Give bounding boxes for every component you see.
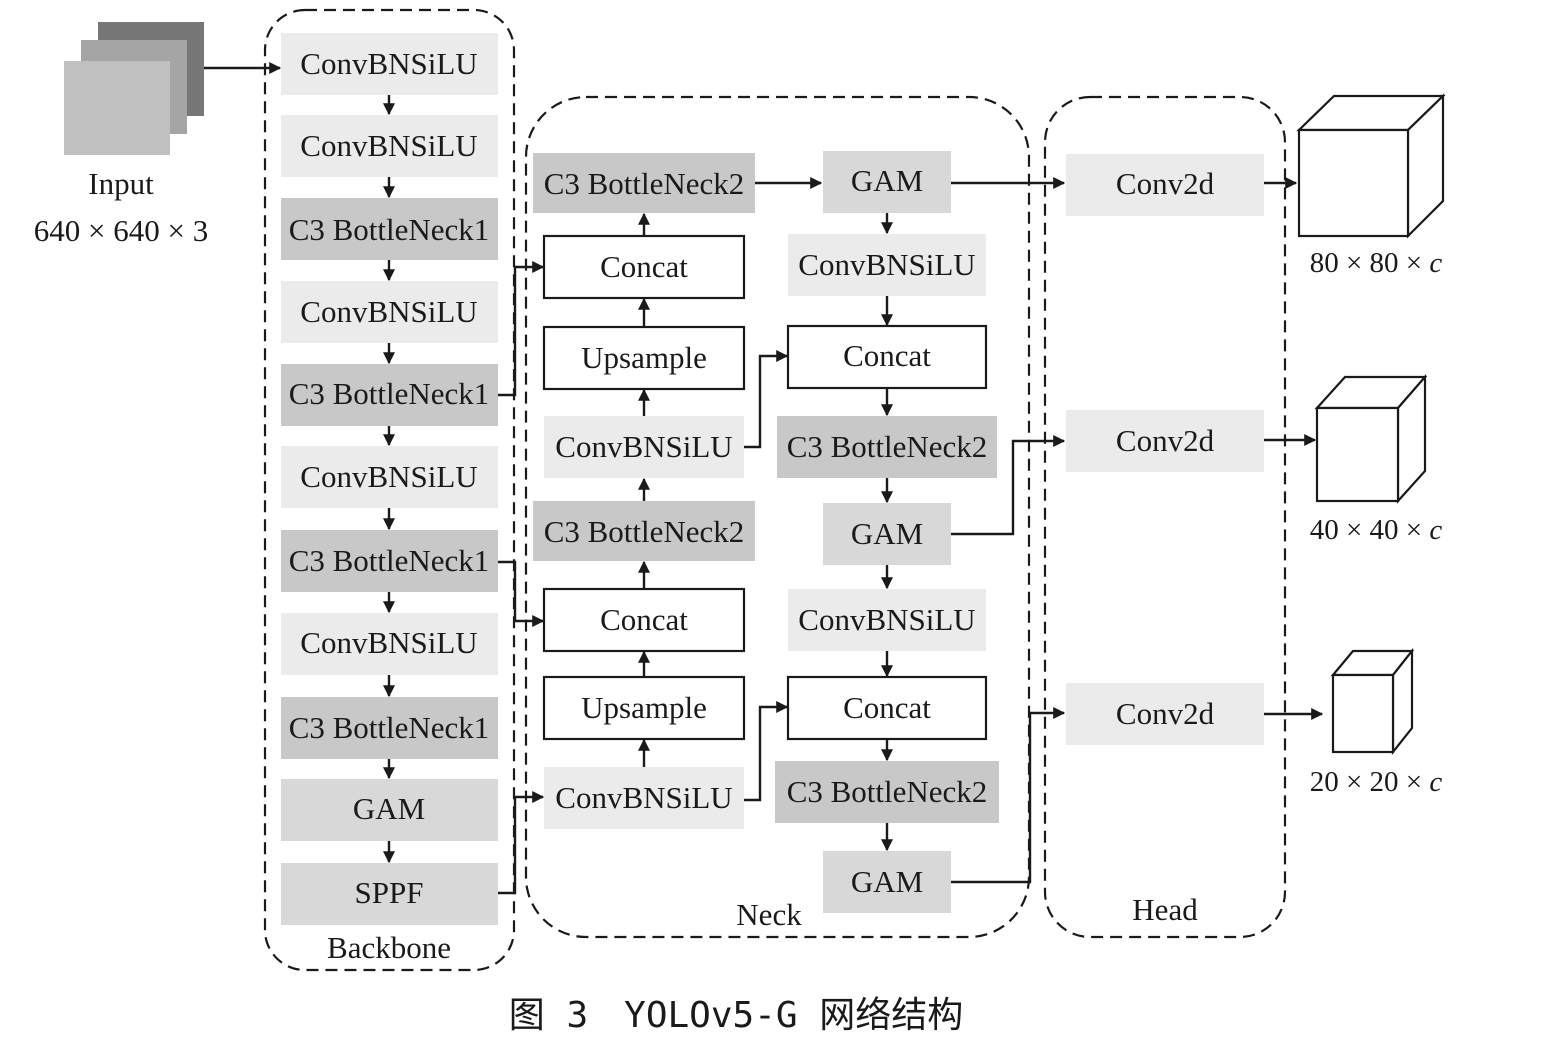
output-cube-large [1296,93,1446,239]
neck-left-label-4: ConvBNSiLU [555,429,732,464]
neck-left-block-8 [544,767,744,829]
backbone-block-11 [281,863,498,925]
backbone-label-11: SPPF [355,875,424,910]
backbone-block-7 [281,530,498,592]
head-label: Head [1132,892,1198,927]
backbone-block-3 [281,198,498,260]
input-image-icon [64,22,204,155]
backbone-frame [263,8,516,972]
neck-right-label-1: GAM [851,163,923,198]
backbone-label-8: ConvBNSiLU [300,625,477,660]
backbone-block-9 [281,697,498,759]
backbone-label-7: C3 BottleNeck1 [289,543,490,578]
neck-right-block-5 [823,503,951,565]
neck-left-label-8: ConvBNSiLU [555,780,732,815]
neck-right-label-7: Concat [843,690,931,725]
backbone-label-4: ConvBNSiLU [300,294,477,329]
backbone-block-1 [281,33,498,95]
neck-left-block-4 [544,416,744,478]
backbone-block-5 [281,364,498,426]
backbone-label: Backbone [327,930,451,965]
neck-left-label-1: C3 BottleNeck2 [544,166,745,201]
neck-right-label-6: ConvBNSiLU [798,602,975,637]
head-label-3: Conv2d [1116,696,1215,731]
neck-left-label-7: Upsample [581,690,707,725]
neck-left-block-1 [533,153,755,213]
neck-right-block-6 [788,589,986,651]
backbone-block-2 [281,115,498,177]
output-size-3: 20 × 20 × c [1310,766,1443,798]
head-output-arrows [1264,177,1324,720]
output-size-1: 80 × 80 × c [1310,247,1443,279]
head-column: Conv2d Conv2d Conv2d [1066,154,1264,745]
skip-connections [498,177,1066,895]
head-label-2: Conv2d [1116,423,1215,458]
head-label-1: Conv2d [1116,166,1215,201]
neck-right-column: GAM ConvBNSiLU Concat C3 BottleNeck2 GAM… [775,151,999,913]
figure-number: 图 3 [509,995,588,1036]
output-size-2: 40 × 40 × c [1310,514,1443,546]
backbone-column: ConvBNSiLU ConvBNSiLU C3 BottleNeck1 Con… [281,33,498,925]
neck-right-label-9: GAM [851,864,923,899]
output-cube-medium [1314,374,1428,504]
backbone-block-6 [281,446,498,508]
neck-right-label-5: GAM [851,516,923,551]
head-frame [1043,95,1287,939]
neck-left-label-6: Concat [600,602,688,637]
neck-right-block-9 [823,851,951,913]
neck-right-label-4: C3 BottleNeck2 [787,429,988,464]
backbone-label-9: C3 BottleNeck1 [289,710,490,745]
neck-right-label-8: C3 BottleNeck2 [787,774,988,809]
neck-left-column: C3 BottleNeck2 Concat Upsample ConvBNSiL… [533,153,755,829]
neck-right-label-2: ConvBNSiLU [798,247,975,282]
input-label: Input [88,166,154,201]
backbone-label-6: ConvBNSiLU [300,459,477,494]
backbone-block-4 [281,281,498,343]
neck-left-block-6 [542,587,746,653]
neck-right-block-8 [775,761,999,823]
neck-right-block-2 [788,234,986,296]
backbone-block-8 [281,613,498,675]
neck-left-label-2: Concat [600,249,688,284]
input-size: 640 × 640 × 3 [34,213,208,248]
figure-caption: 图 3 YOLOv5-G 网络结构 [509,995,963,1036]
backbone-label-3: C3 BottleNeck1 [289,212,490,247]
neck-right-label-3: Concat [843,338,931,373]
figure-title: YOLOv5-G 网络结构 [624,995,963,1036]
neck-frame [524,95,1031,939]
neck-left-label-3: Upsample [581,340,707,375]
backbone-block-10 [281,779,498,841]
neck-right-block-4 [777,416,997,478]
neck-left-label-5: C3 BottleNeck2 [544,514,745,549]
neck-left-block-7 [542,675,746,741]
neck-right-block-1 [823,151,951,213]
output-cube-small [1330,647,1415,756]
head-block-1 [1066,154,1264,216]
head-block-2 [1066,410,1264,472]
neck-left-block-2 [542,234,746,300]
neck-label: Neck [736,897,802,932]
neck-right-block-7 [786,675,988,741]
backbone-label-1: ConvBNSiLU [300,46,477,81]
backbone-label-10: GAM [353,791,425,826]
backbone-label-5: C3 BottleNeck1 [289,376,490,411]
backbone-label-2: ConvBNSiLU [300,128,477,163]
head-block-3 [1066,683,1264,745]
neck-left-block-5 [533,501,755,561]
